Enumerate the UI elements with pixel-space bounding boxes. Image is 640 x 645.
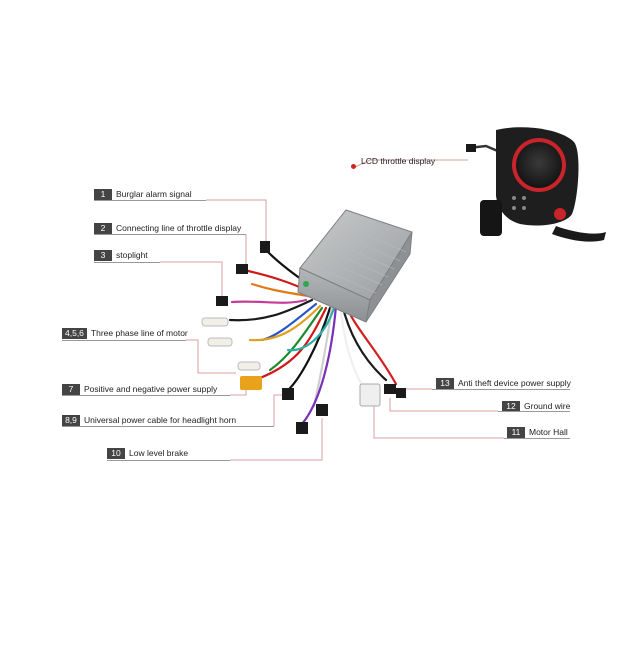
label-number: 12 [502, 401, 520, 412]
label-stoplight: 3 stoplight [94, 249, 148, 262]
label-underline [107, 460, 230, 461]
label-number: 3 [94, 250, 112, 261]
label-burglar-alarm: 1 Burglar alarm signal [94, 188, 192, 201]
lcd-pointer-dot [351, 164, 356, 169]
label-number: 1 [94, 189, 112, 200]
label-underline [432, 389, 570, 390]
label-number: 2 [94, 223, 112, 234]
label-number: 10 [107, 448, 125, 459]
label-text: stoplight [116, 250, 148, 260]
label-underline [504, 438, 570, 439]
label-motor-hall: 11 Motor Hall [507, 426, 568, 439]
connectors [201, 241, 406, 434]
lcd-throttle-device [466, 127, 606, 242]
label-underline [62, 426, 274, 427]
label-number: 13 [436, 378, 454, 389]
label-text: Anti theft device power supply [458, 378, 571, 388]
label-text: Low level brake [129, 448, 189, 458]
label-number: 7 [62, 384, 80, 395]
label-text: Motor Hall [529, 427, 568, 437]
label-underline [498, 411, 570, 412]
label-anti-theft: 13 Anti theft device power supply [436, 377, 571, 390]
lcd-throttle-label: LCD throttle display [361, 155, 435, 168]
label-underline [94, 262, 160, 263]
label-three-phase-motor: 4,5,6 Three phase line of motor [62, 327, 188, 340]
label-number: 8,9 [62, 415, 80, 426]
label-number: 11 [507, 427, 525, 438]
label-number: 4,5,6 [62, 328, 87, 339]
label-power-supply: 7 Positive and negative power supply [62, 383, 217, 396]
label-ground-wire: 12 Ground wire [502, 400, 570, 413]
label-low-level-brake: 10 Low level brake [107, 447, 188, 460]
label-text: Positive and negative power supply [84, 384, 218, 394]
label-underline [62, 340, 186, 341]
label-underline [94, 200, 206, 201]
label-text: Connecting line of throttle display [116, 223, 242, 233]
leader-lines [160, 159, 504, 461]
label-throttle-display-line: 2 Connecting line of throttle display [94, 222, 241, 235]
label-underline [62, 395, 230, 396]
label-underline [94, 234, 246, 235]
label-text: Burglar alarm signal [116, 189, 192, 199]
label-text: Universal power cable for headlight horn [84, 415, 237, 425]
label-text: Three phase line of motor [90, 328, 188, 338]
label-text: Ground wire [524, 401, 571, 411]
lcd-throttle-label-text: LCD throttle display [361, 156, 436, 166]
wire-bundle [228, 250, 398, 426]
label-headlight-horn: 8,9 Universal power cable for headlight … [62, 414, 236, 427]
controller-box [297, 209, 413, 323]
